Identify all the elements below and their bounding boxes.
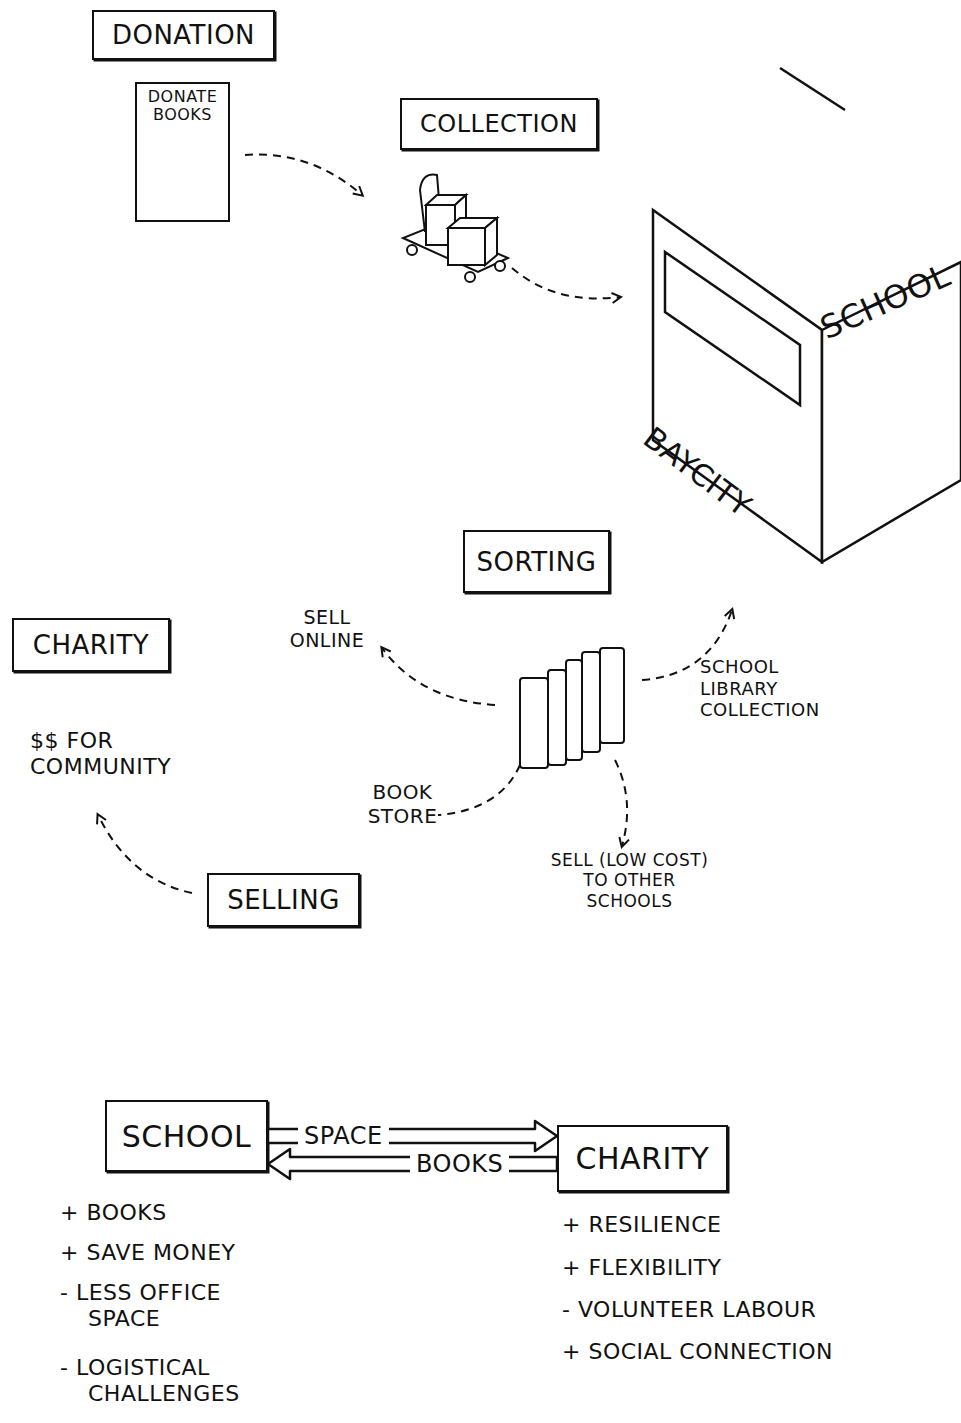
book-spine — [582, 652, 600, 752]
route-label: SELL (LOW COST) TO OTHER SCHOOLS — [540, 850, 719, 911]
node-text: SELLING — [227, 885, 340, 915]
flow-arrow — [98, 815, 192, 893]
pro-con-item: + SOCIAL CONNECTION — [562, 1339, 950, 1365]
flow-line — [438, 765, 520, 815]
node-text: DONATION — [112, 20, 255, 50]
node-text: SCHOOL — [122, 1119, 252, 1154]
party-box: SCHOOL — [105, 1100, 268, 1172]
block-arrow — [268, 1121, 557, 1151]
pro-con-item: - LOGISTICAL CHALLENGES — [60, 1355, 278, 1408]
book-spine — [566, 660, 582, 760]
node-text: COLLECTION — [420, 110, 578, 138]
building-roof-edge — [780, 68, 845, 110]
flow-arrow — [382, 648, 495, 705]
flow-arrow — [245, 155, 362, 196]
pro-con-item: - LESS OFFICE SPACE — [60, 1280, 278, 1333]
party-box: CHARITY — [557, 1125, 728, 1192]
route-label: BOOK STORE — [355, 780, 450, 828]
edge-label: BOOKS — [410, 1149, 509, 1179]
book-spine — [548, 670, 566, 765]
stage-heading-box: COLLECTION — [400, 98, 598, 150]
node-text: CHARITY — [33, 630, 150, 660]
cart-box — [448, 228, 485, 265]
cart-wheel — [495, 261, 505, 271]
donation-drop-box: DONATE BOOKS — [135, 82, 230, 222]
cart-box — [485, 218, 497, 265]
block-arrow — [268, 1149, 557, 1179]
pro-con-item: - VOLUNTEER LABOUR — [562, 1297, 950, 1323]
edge-label: SPACE — [298, 1121, 389, 1151]
book-spine — [520, 678, 548, 768]
stage-heading-box: SORTING — [463, 530, 610, 593]
stage-heading-box: SELLING — [207, 873, 360, 927]
node-text: DONATE BOOKS — [137, 88, 228, 123]
node-text: CHARITY — [576, 1141, 710, 1176]
node-text: SORTING — [477, 547, 597, 577]
cart-wheel — [407, 245, 417, 255]
route-label: SELL ONLINE — [272, 606, 382, 652]
stage-heading-box: DONATION — [92, 10, 275, 60]
flow-arrow — [512, 268, 620, 298]
stage-heading-box: CHARITY — [12, 618, 170, 672]
school-building — [640, 55, 961, 570]
cart-wheel — [465, 272, 475, 282]
pro-con-item: + FLEXIBILITY — [562, 1255, 950, 1281]
route-label: SCHOOL LIBRARY COLLECTION — [700, 656, 850, 721]
book-spine — [600, 648, 624, 743]
building-window — [665, 252, 800, 405]
pro-con-item: + BOOKS — [60, 1200, 278, 1226]
pro-con-item: + SAVE MONEY — [60, 1240, 278, 1266]
school-building-node: SCHOOLBAYCITY — [640, 55, 961, 570]
pro-con-item: + RESILIENCE — [562, 1212, 950, 1238]
outcome-label: $$ FOR COMMUNITY — [30, 728, 200, 781]
flow-arrow — [615, 760, 627, 846]
